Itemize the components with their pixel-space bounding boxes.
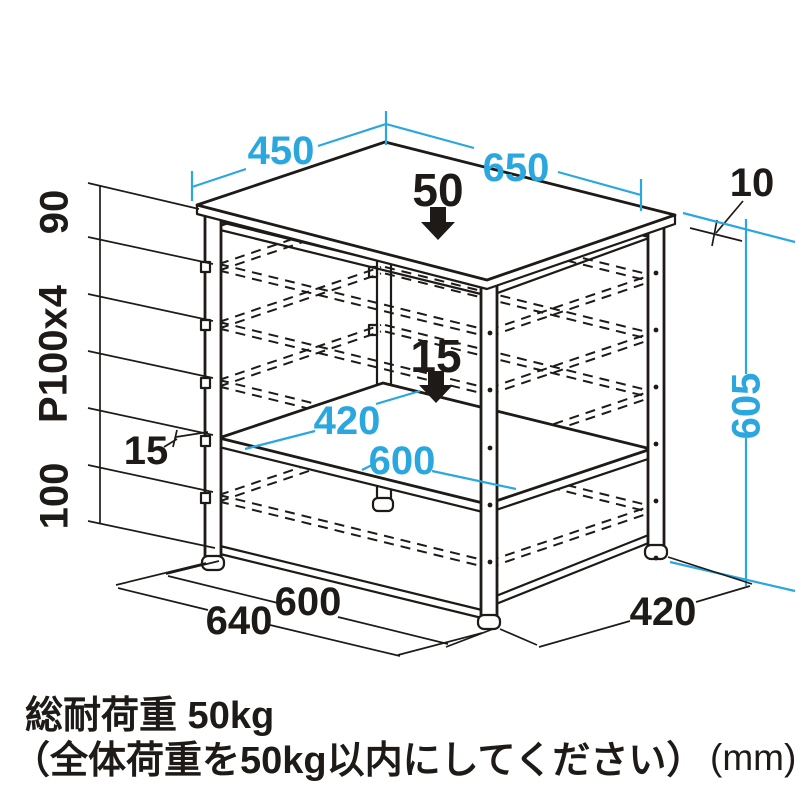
shelf-width-value: 600 <box>369 439 436 483</box>
shelf-bracket <box>199 434 212 448</box>
shelf-level-2-dashed <box>218 266 652 396</box>
shelf-hole <box>653 555 659 561</box>
left-top-offset-value: 90 <box>33 190 77 235</box>
total-height-value: 605 <box>725 373 769 440</box>
top-load-marker: 50 <box>412 164 464 240</box>
dimension-bottom-depth: 420 <box>499 556 753 648</box>
shelf-hole <box>653 384 659 390</box>
back-leg-foot <box>371 496 395 513</box>
dimension-total-height: 605 <box>669 211 796 593</box>
shelf-load-marker: 15 <box>410 330 462 403</box>
right-bottom-stretcher <box>485 532 652 610</box>
left-leg <box>199 210 226 572</box>
dimension-top-depth: 450 <box>190 111 388 201</box>
shelf-hole <box>653 498 659 504</box>
shelf-hole <box>487 445 493 451</box>
unit-label: (mm) <box>710 737 796 778</box>
dimension-left-stack: 90 P100x4 100 15 <box>32 182 216 549</box>
front-bottom-stretcher <box>215 543 487 621</box>
shelf-bracket <box>199 318 212 332</box>
shelf-depth-value: 420 <box>314 399 381 443</box>
dimension-shelf-depth: 420 <box>244 389 421 451</box>
down-arrow-icon <box>421 207 455 240</box>
right-leg <box>643 224 669 561</box>
shelf-hole <box>487 559 493 565</box>
bottom-stretchers <box>215 532 652 621</box>
shelf-thickness-value: 15 <box>124 429 169 473</box>
shelf-hole <box>487 387 493 393</box>
shelf-hole <box>653 327 659 333</box>
shelf-hole <box>653 270 659 276</box>
top-thickness-value: 10 <box>730 161 775 205</box>
dimension-top-width: 650 <box>385 122 643 211</box>
left-bottom-offset-value: 100 <box>33 463 77 530</box>
shelf-hole <box>487 502 493 508</box>
dimension-shelf-width: 600 <box>361 439 517 491</box>
top-width-value: 650 <box>483 146 550 190</box>
front-leg <box>476 278 502 631</box>
load-note-line2: （全体荷重を50kg以内にしてください） <box>12 739 704 782</box>
load-note-line1: 総耐荷重 50kg <box>25 695 274 737</box>
down-arrow-icon <box>419 371 453 403</box>
hole-pitch-value: P100x4 <box>32 284 76 423</box>
front-leg-foot <box>476 613 502 631</box>
bottom-inner-width-value: 600 <box>275 580 342 624</box>
dimension-top-thickness: 10 <box>689 161 775 247</box>
bottom-depth-value: 420 <box>630 590 697 634</box>
shelf-hole <box>653 441 659 447</box>
load-capacity-note: 総耐荷重 50kg （全体荷重を50kg以内にしてください） <box>12 695 704 782</box>
top-depth-value: 450 <box>248 129 315 173</box>
dimension-bottom-outer-width: 640 <box>115 562 483 657</box>
shelf-bracket <box>199 491 212 505</box>
dimension-bottom-inner-width: 600 <box>165 560 494 648</box>
shelf-hole <box>487 330 493 336</box>
bottom-outer-width-value: 640 <box>206 599 273 643</box>
shelf-bracket <box>199 376 212 390</box>
